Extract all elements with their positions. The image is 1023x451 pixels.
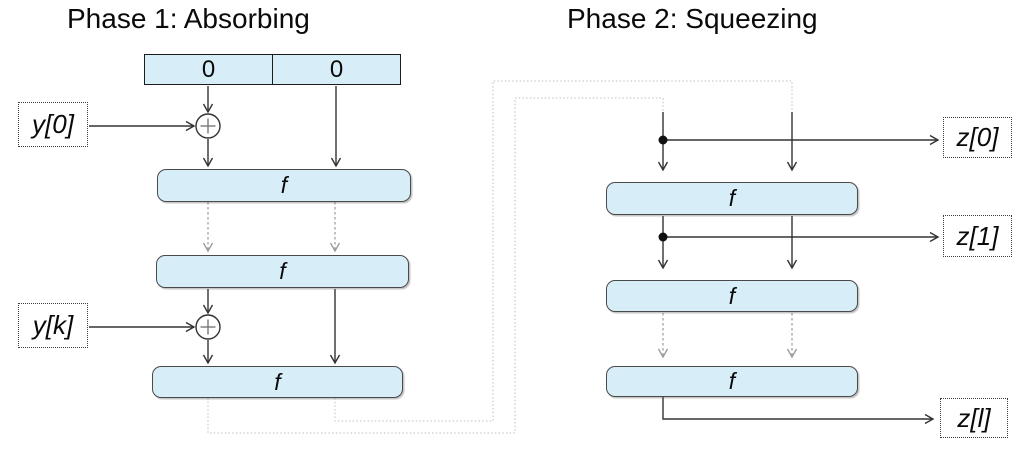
f-box-squeeze-1: f bbox=[606, 182, 858, 215]
phase2-title: Phase 2: Squeezing bbox=[567, 3, 818, 34]
state-register: 0 0 bbox=[144, 54, 401, 85]
f-box-absorb-2: f bbox=[156, 255, 409, 288]
f-box-absorb-1: f bbox=[157, 169, 411, 202]
phase2-dashed-arrows bbox=[657, 313, 798, 359]
phase1-arrows bbox=[89, 86, 342, 365]
phase1-dashed-arrows bbox=[202, 202, 341, 253]
f-box-squeeze-3: f bbox=[606, 366, 858, 397]
state-cell-right: 0 bbox=[272, 55, 400, 84]
state-cell-left: 0 bbox=[201, 55, 216, 83]
f-box-squeeze-2: f bbox=[606, 280, 858, 312]
xor-icon bbox=[195, 314, 221, 340]
junction-dot-icon bbox=[658, 135, 668, 145]
input-block-yk: y[k] bbox=[18, 303, 88, 348]
junction-dot-icon bbox=[658, 232, 668, 242]
output-block-z1: z[1] bbox=[943, 215, 1012, 257]
output-block-z0: z[0] bbox=[943, 117, 1012, 158]
phase1-title: Phase 1: Absorbing bbox=[67, 3, 310, 34]
xor-icon bbox=[195, 113, 221, 139]
input-block-y0: y[0] bbox=[18, 102, 88, 147]
f-box-absorb-3: f bbox=[152, 366, 403, 398]
output-block-zl: z[l] bbox=[940, 398, 1008, 438]
